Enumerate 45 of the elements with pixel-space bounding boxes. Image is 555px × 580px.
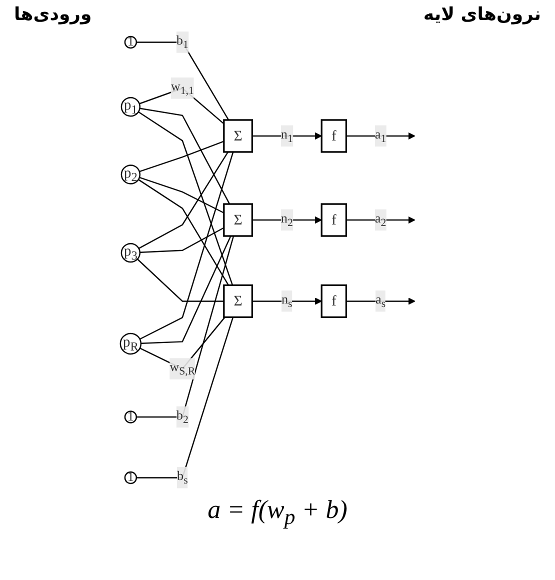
edge-label: n$_{1}$ — [280, 128, 293, 144]
group-heading: نرون‌های لایه — [423, 4, 541, 25]
connector — [139, 176, 224, 214]
arrow — [252, 132, 322, 140]
connector — [138, 179, 229, 286]
edge-label: a$_{1}$ — [374, 128, 386, 144]
node-circle: p$_{3}$ — [120, 242, 140, 263]
node-box: Σ — [223, 203, 253, 237]
connector — [136, 236, 234, 418]
node-circle: 1 — [124, 410, 138, 424]
connector — [138, 152, 229, 249]
node-box: f — [320, 119, 348, 153]
connector — [140, 108, 230, 204]
edge-label: b$_{2}$ — [176, 408, 188, 426]
arrow — [252, 216, 322, 224]
node-box: f — [320, 203, 348, 237]
edge-label: n$_{2}$ — [280, 212, 293, 228]
arrow — [346, 298, 416, 305]
edge-label: n$_{s}$ — [281, 292, 292, 310]
connector — [140, 227, 224, 253]
connector — [140, 152, 234, 340]
node-box: f — [320, 284, 348, 318]
edge-label: a$_{s}$ — [376, 292, 386, 310]
edge-label: w$_{1,1}$ — [170, 80, 194, 97]
node-circle: p$_{1}$ — [120, 97, 140, 117]
node-circle: 1 — [124, 471, 138, 484]
connector — [136, 258, 224, 302]
connector — [138, 111, 234, 286]
node-circle: 1 — [124, 36, 138, 49]
edge-label: b$_{s}$ — [177, 469, 188, 486]
edge-label: b$_{1}$ — [176, 34, 188, 51]
connector — [136, 42, 230, 120]
node-circle: p$_{2}$ — [120, 164, 140, 184]
arrow — [346, 132, 416, 140]
edge-label: w$_{S,R}$ — [170, 360, 196, 378]
group-heading: ورودی‌ها — [14, 4, 92, 25]
connector — [139, 140, 224, 172]
connector — [140, 236, 232, 344]
formula-caption: a = f(w$_{p}$ + b) — [206, 495, 348, 530]
edge-label: a$_{2}$ — [374, 212, 386, 228]
arrow — [346, 216, 416, 224]
node-box: Σ — [223, 284, 253, 318]
node-circle: p$_{R}$ — [120, 332, 142, 355]
node-box: Σ — [223, 119, 253, 153]
arrow — [252, 298, 322, 305]
